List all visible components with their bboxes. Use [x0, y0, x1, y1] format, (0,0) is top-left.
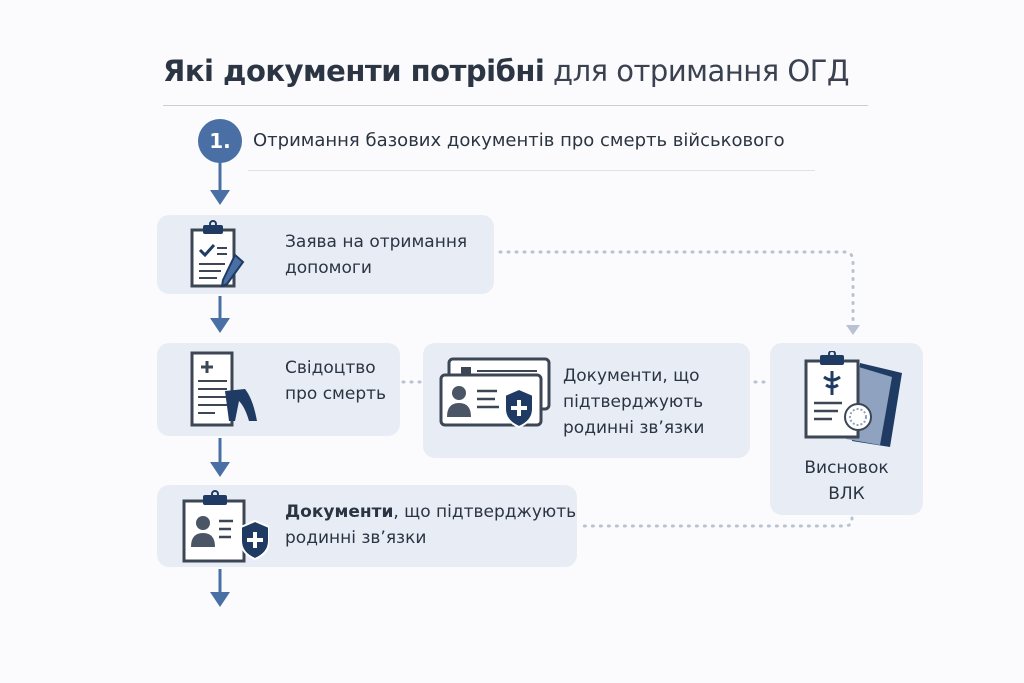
card-text: Висновок ВЛК [770, 455, 923, 507]
text-bold: Документи [285, 502, 394, 522]
title-bold: Які документи потрібні [163, 54, 545, 88]
title-regular: для отримання ОГД [553, 54, 850, 88]
dotted-connector [578, 516, 854, 528]
text-line: допомоги [285, 258, 372, 278]
step-number-badge: 1. [198, 119, 242, 163]
card-family-documents-bottom: Документи, що підтверджують родинні зв’я… [157, 485, 577, 567]
divider [248, 170, 815, 171]
card-text: Свідоцтво про смерть [285, 355, 386, 407]
card-text: Заява на отримання допомоги [285, 229, 467, 281]
page-title: Які документи потрібні для отримання ОГД [163, 54, 850, 88]
death-certificate-icon [190, 351, 257, 427]
step-heading: Отримання базових документів про смерть … [253, 130, 785, 151]
card-death-certificate: Свідоцтво про смерть [157, 343, 400, 436]
card-family-documents: Документи, що підтверджують родинні зв’я… [423, 343, 750, 458]
text-line: Документи, що [563, 366, 700, 386]
clipboard-check-pen-icon [190, 220, 245, 288]
text-line: Документи, що підтверджують [285, 499, 576, 525]
clipboard-person-shield-icon [182, 490, 269, 563]
text-line: про смерть [285, 384, 387, 404]
card-text: Документи, що підтверджують родинні зв’я… [285, 499, 576, 551]
text-line: Висновок [804, 458, 889, 478]
divider [163, 105, 868, 106]
card-text: Документи, що підтверджують родинні зв’я… [563, 363, 704, 441]
dotted-connector [498, 250, 855, 324]
text-line: підтверджують [563, 392, 704, 412]
text-line: родинні зв’язки [563, 418, 705, 438]
text-line: Заява на отримання [285, 232, 468, 252]
medical-report-icon [804, 351, 902, 447]
text-rest: , що підтверджують [393, 502, 577, 522]
text-line: Свідоцтво [285, 358, 376, 378]
id-cards-shield-icon [439, 357, 551, 429]
text-line: ВЛК [828, 484, 865, 504]
card-application: Заява на отримання допомоги [157, 215, 494, 294]
text-line: родинні зв’язки [285, 528, 427, 548]
card-vlk: Висновок ВЛК [770, 343, 923, 515]
